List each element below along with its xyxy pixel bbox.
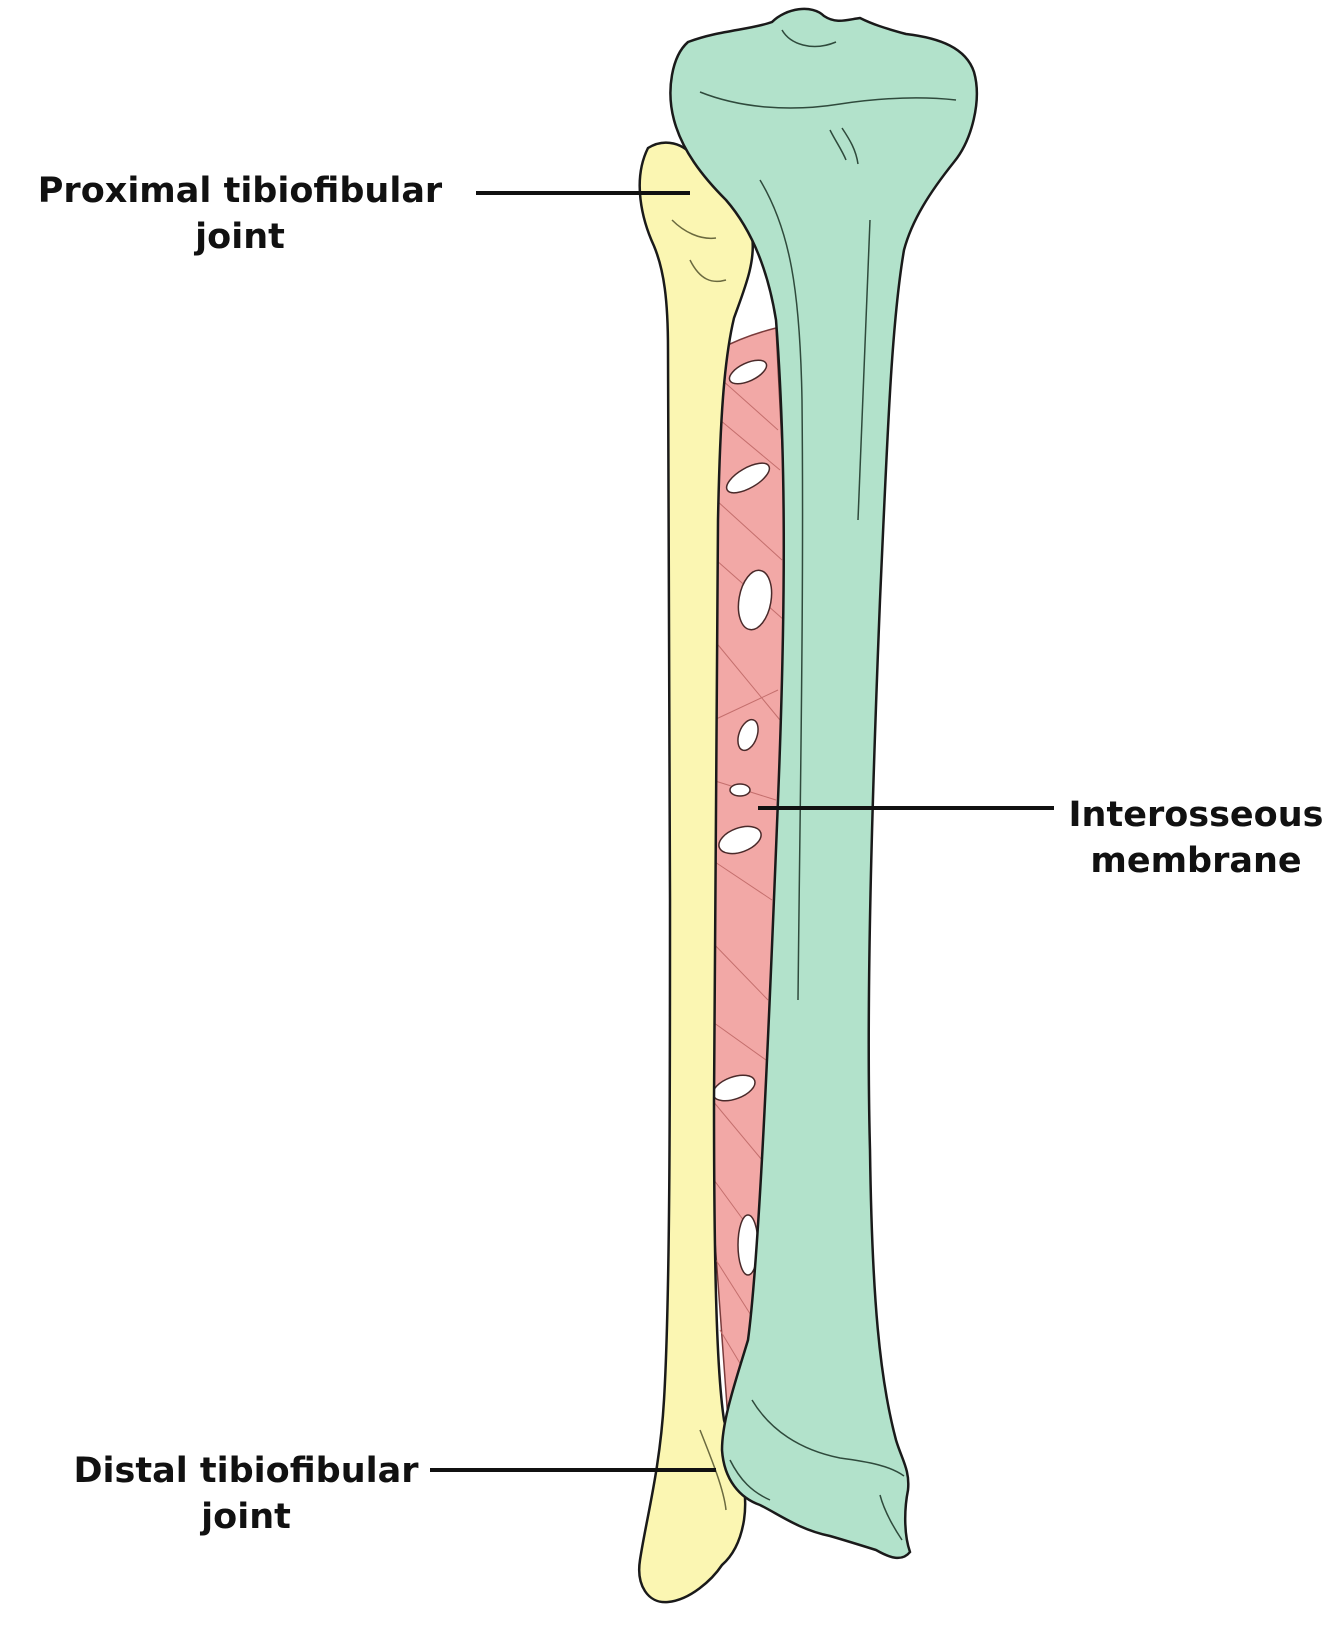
proximal-tibiofibular-joint-label: Proximal tibiofibular joint (20, 168, 460, 260)
proximal-label-line1: Proximal tibiofibular (37, 171, 443, 211)
tibia (669, 7, 978, 1560)
interosseous-label-line1: Interosseous (1068, 795, 1324, 835)
proximal-label-line2: joint (195, 217, 285, 257)
tibia-contours (699, 29, 957, 1541)
distal-tibiofibular-joint-label: Distal tibiofibular joint (46, 1448, 446, 1540)
interosseous-label-line2: membrane (1090, 841, 1302, 881)
fibula-head-contour (671, 219, 727, 1511)
interosseous-membrane-label: Interosseous membrane (1058, 792, 1334, 884)
distal-label-line1: Distal tibiofibular (73, 1451, 419, 1491)
distal-label-line2: joint (201, 1497, 291, 1537)
fibula (637, 141, 754, 1604)
membrane-fibers (709, 379, 785, 1381)
membrane-gaps (712, 359, 773, 1276)
